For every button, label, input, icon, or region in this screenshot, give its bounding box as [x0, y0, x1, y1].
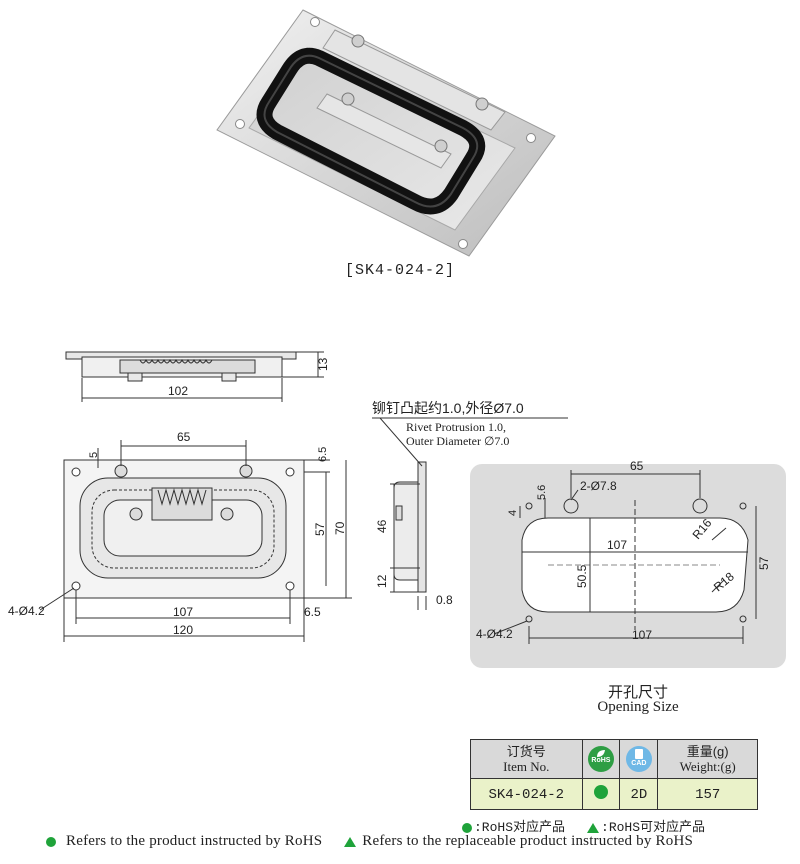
footnote-triangle-icon	[344, 836, 357, 847]
weight-value: 157	[695, 787, 721, 803]
opening-title-en: Opening Size	[597, 699, 679, 715]
opening-view	[470, 464, 786, 668]
spec-table-header: 订货号 Item No. RoHS CAD 重量(g) Weight:(g)	[470, 739, 758, 779]
footnote-dot-text: Refers to the product instructed by RoHS	[66, 833, 323, 849]
dim-opening-56: 5.6	[536, 485, 548, 500]
opening-title-cn: 开孔尺寸	[607, 684, 668, 701]
legend-dot-text: :RoHS对应产品	[474, 820, 566, 835]
footnote: Refers to the product instructed by RoHS…	[46, 833, 693, 850]
dim-front-inner-height: 57	[313, 522, 327, 536]
cad-icon: CAD	[625, 746, 652, 772]
header-weight-en: Weight:(g)	[679, 759, 736, 774]
cad-icon-text: CAD	[631, 760, 647, 767]
cell-rohs	[581, 778, 621, 810]
model-caption: [SK4-024-2]	[344, 262, 456, 279]
dim-opening-holes-top: 2-Ø7.8	[580, 479, 617, 493]
cell-weight: 157	[657, 778, 758, 810]
cell-cad: 2D	[619, 778, 659, 810]
dim-side-height: 13	[316, 357, 330, 371]
dim-front-top: 65	[177, 430, 191, 444]
section-view	[372, 417, 568, 610]
dim-section-12: 12	[375, 574, 389, 588]
cell-item-no: SK4-024-2	[470, 778, 583, 810]
header-item-no: 订货号 Item No.	[470, 739, 583, 779]
dim-front-holes: 4-Ø4.2	[8, 604, 45, 618]
rivet-note-en-line1: Rivet Protrusion 1.0,	[406, 420, 506, 434]
header-weight: 重量(g) Weight:(g)	[657, 739, 758, 779]
dim-front-right-margin: 6.5	[304, 605, 321, 619]
dim-opening-65: 65	[630, 459, 644, 473]
rohs-green-dot	[593, 784, 608, 799]
header-item-cn: 订货号	[506, 744, 546, 759]
header-weight-cn: 重量(g)	[686, 744, 729, 759]
legend-note: :RoHS对应产品 :RoHS可对应产品	[462, 816, 705, 835]
dim-section-08: 0.8	[436, 593, 453, 607]
dim-front-outer-height: 70	[333, 521, 347, 535]
product-photo	[216, 9, 556, 257]
dim-front-top-right: 6.5	[317, 447, 329, 462]
rohs-icon-text: RoHS	[591, 757, 611, 764]
dim-opening-holes: 4-Ø4.2	[476, 627, 513, 641]
dim-opening-107: 107	[632, 628, 652, 642]
rivet-note-cn: 铆钉凸起约1.0,外径Ø7.0	[372, 400, 524, 416]
header-cad: CAD	[619, 739, 659, 779]
legend-dot-icon	[462, 822, 472, 833]
footnote-tri-text: Refers to the replaceable product instru…	[362, 833, 694, 849]
dim-opening-57: 57	[757, 556, 771, 570]
spec-table: 订货号 Item No. RoHS CAD 重量(g) Weight:(g) S…	[470, 739, 758, 810]
spec-table-row: SK4-024-2 2D 157	[470, 778, 758, 810]
dim-section-46: 46	[375, 519, 389, 533]
legend-tri-text: :RoHS可对应产品	[601, 820, 706, 835]
rivet-note-en-line2: Outer Diameter ∅7.0	[406, 434, 509, 448]
footnote-dot-icon	[46, 836, 56, 847]
header-rohs: RoHS	[581, 739, 621, 779]
dim-opening-107-inner: 107	[607, 538, 627, 552]
dim-front-top-left: 5	[88, 452, 100, 458]
header-item-en: Item No.	[503, 759, 550, 774]
dim-opening-4: 4	[507, 510, 519, 516]
front-view	[39, 440, 352, 642]
dim-opening-505: 50.5	[575, 564, 589, 588]
dim-front-outer-width: 120	[173, 623, 193, 637]
dim-side-length: 102	[168, 384, 188, 398]
dim-front-inner-width: 107	[173, 605, 193, 619]
side-view	[65, 351, 324, 402]
legend-triangle-icon	[587, 822, 600, 833]
cad-value: 2D	[630, 787, 648, 803]
item-no-value: SK4-024-2	[488, 787, 565, 803]
rohs-icon: RoHS	[587, 746, 614, 772]
